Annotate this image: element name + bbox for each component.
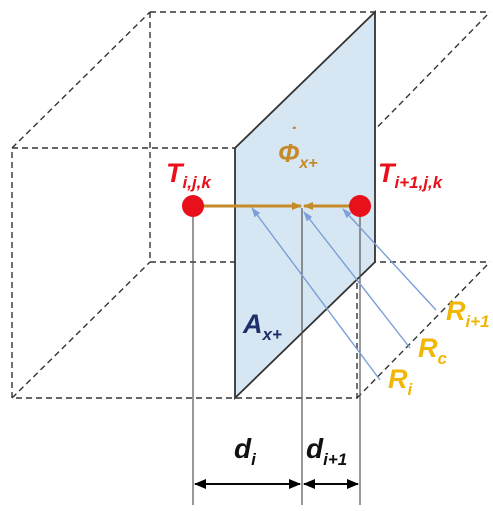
- t-left-label: Ti,j,k: [166, 158, 212, 192]
- right-control-volume: [356, 11, 491, 399]
- phi-label: Φx+: [278, 138, 318, 172]
- d-i1-label: di+1: [306, 433, 347, 469]
- node-i1-icon: [349, 195, 371, 217]
- t-right-label: Ti+1,j,k: [378, 158, 444, 192]
- d-i-label: di: [234, 433, 257, 469]
- resistance-leaders: [251, 207, 437, 381]
- phi-dot: ˙: [289, 123, 296, 148]
- projection-lines: [192, 208, 361, 505]
- node-i-icon: [182, 195, 204, 217]
- r-i-label: Ri: [388, 364, 414, 399]
- r-i1-label: Ri+1: [446, 296, 490, 331]
- area-label: Ax+: [242, 309, 282, 344]
- r-c-label: Rc: [418, 333, 448, 368]
